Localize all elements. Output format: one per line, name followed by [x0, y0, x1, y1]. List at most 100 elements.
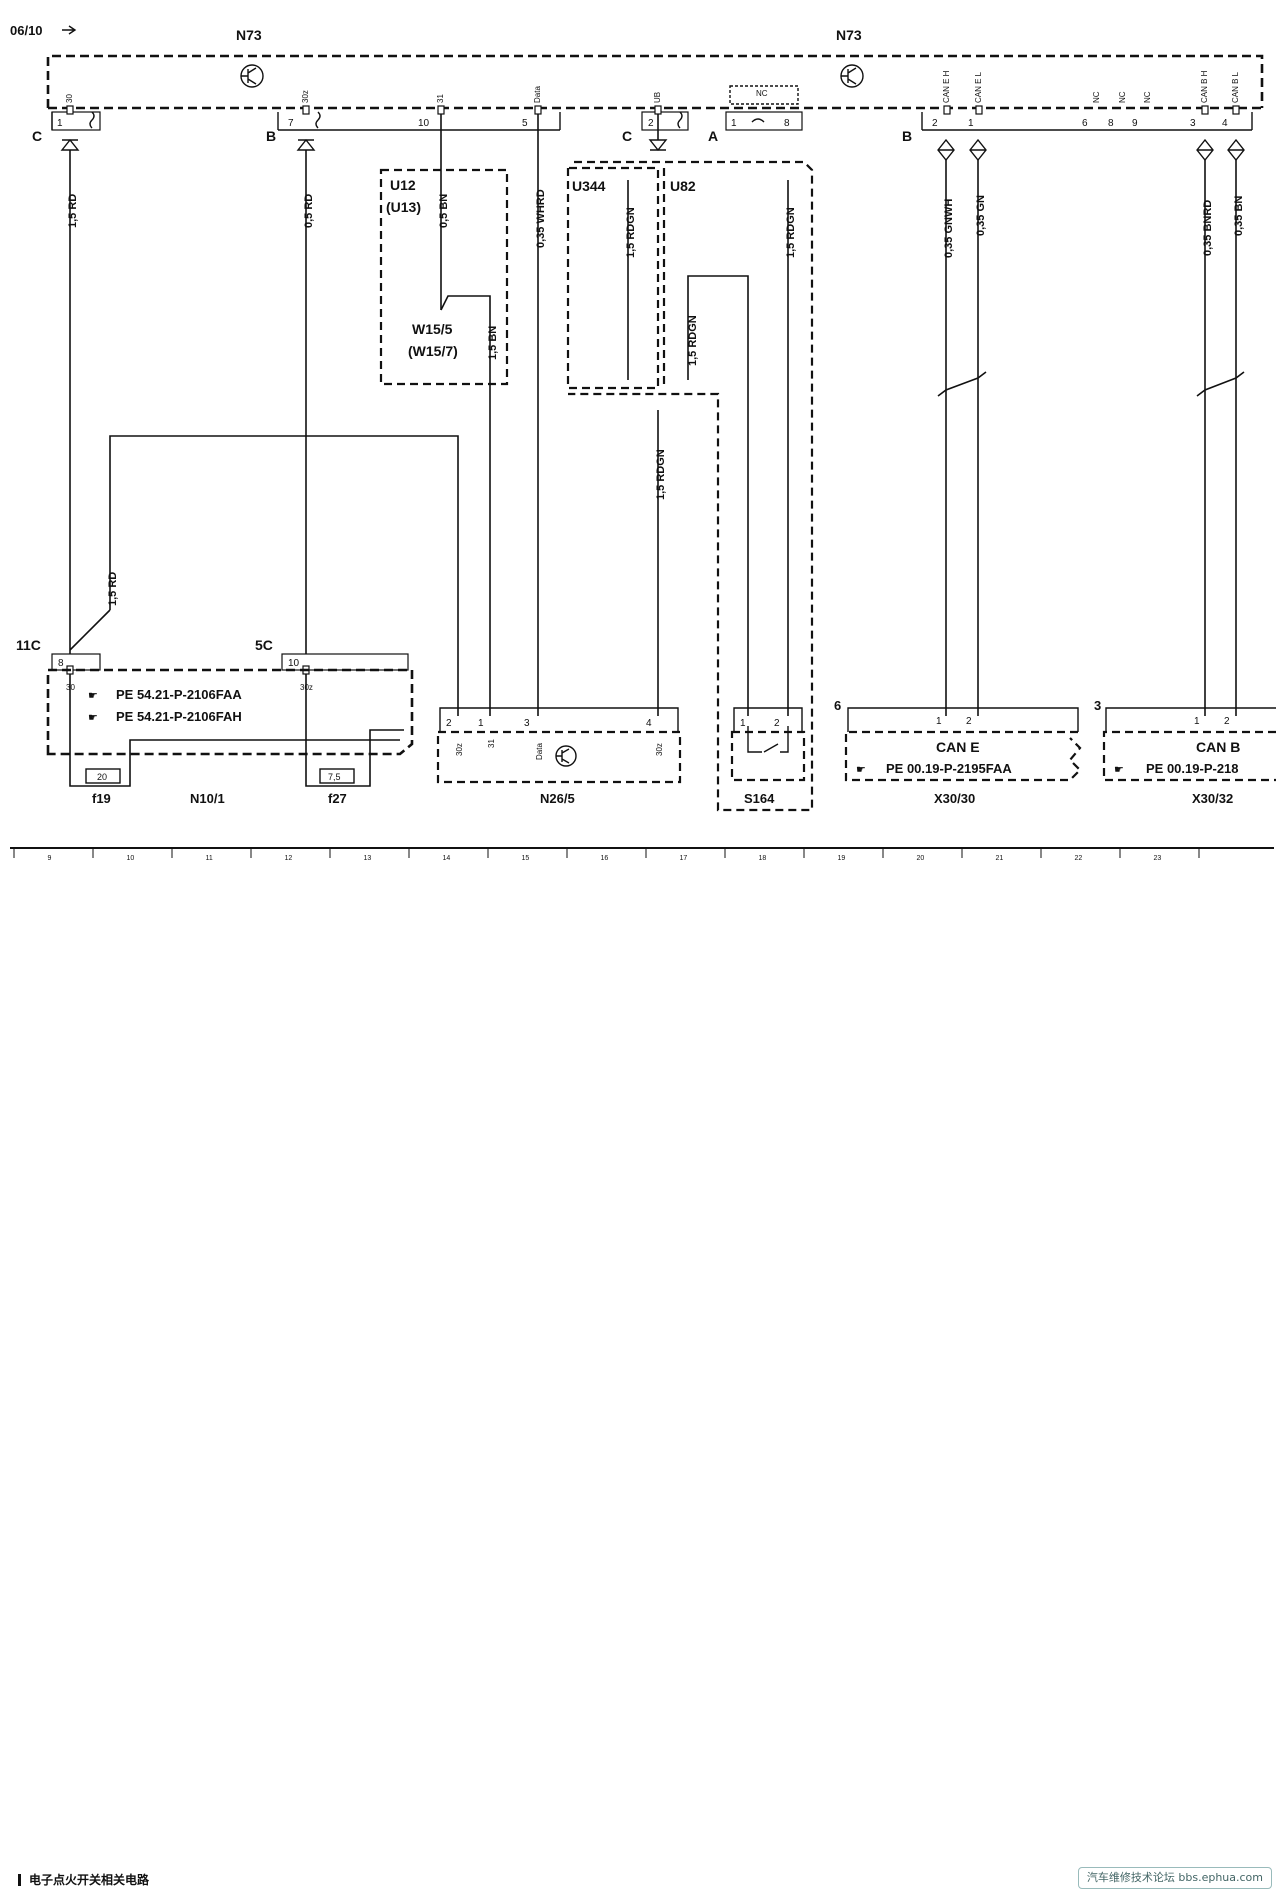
wire-label: 0,35 GN	[975, 195, 987, 236]
pin-number: 3	[1190, 118, 1196, 129]
module-u82-label: U82	[670, 178, 696, 194]
pin-name: 31	[436, 94, 445, 103]
wire-1-5-bn	[440, 295, 491, 716]
pin-number: 2	[774, 718, 780, 729]
pin-number: 5	[522, 118, 528, 129]
pin-name: Data	[535, 743, 544, 760]
connector-arrow-icon	[296, 138, 316, 151]
pin-number: 1	[478, 718, 484, 729]
connector-c-label: C	[32, 128, 42, 144]
module-n26-5-label: N26/5	[540, 791, 575, 806]
forum-watermark: 汽车维修技术论坛 bbs.ephua.com	[1077, 1867, 1272, 1889]
n73-connector-a	[725, 85, 803, 131]
grid-number: 9	[48, 855, 52, 862]
grid-number: 14	[443, 855, 451, 862]
pin-name: NC	[1092, 91, 1101, 103]
module-x30-30-outline	[844, 730, 1082, 782]
ground-icon	[315, 111, 321, 129]
can-e-label: CAN E	[936, 739, 980, 755]
grid-number: 18	[759, 855, 767, 862]
connector-arrow-icon	[648, 139, 668, 152]
grid-number: 15	[522, 855, 530, 862]
n73-pin-numbers: 1 7 10 5 2 1 8 2 1 6 8 9 3 4	[57, 118, 1228, 129]
pin-number: 10	[418, 118, 430, 129]
fuse-f27-rating: 7,5	[328, 772, 341, 782]
module-u12-outline	[379, 168, 509, 386]
can-connector-icon	[1227, 138, 1245, 162]
pin-name: 30z	[455, 743, 464, 756]
x30-30-connector	[847, 707, 1079, 732]
wire-label: 0,5 BN	[438, 194, 450, 228]
wire-label: 1,5 BN	[487, 326, 499, 360]
pin-name: CAN B H	[1200, 70, 1209, 103]
n10-connector-5c	[281, 653, 409, 671]
connector-arrow-icon	[60, 138, 80, 151]
pin-number: 6	[1082, 118, 1088, 129]
module-n73-outline	[46, 54, 1264, 108]
pin-name: 30z	[301, 90, 310, 103]
pin-name: CAN B L	[1231, 71, 1240, 103]
wire-1-5-rd-branch	[109, 435, 459, 716]
n73-connector-c2	[641, 111, 689, 131]
module-u82-outline	[568, 160, 814, 812]
pin-number: 9	[1132, 118, 1138, 129]
pin-number: 1	[936, 716, 942, 727]
module-x30-32-label: X30/32	[1192, 791, 1233, 806]
transistor-icon	[840, 64, 864, 88]
reference-icon: ☛	[856, 764, 866, 776]
pin-number: 2	[932, 118, 938, 129]
pin-number: 2	[966, 716, 972, 727]
switch-icon	[751, 118, 765, 123]
sheet-version: 06/10	[10, 23, 43, 38]
wire-labels: 1,5 RD 0,5 RD 0,5 BN 0,35 WHRD 1,5 RDGN …	[67, 189, 1245, 606]
can-connector-icon	[1196, 138, 1214, 162]
n73-connector-b2	[921, 112, 1253, 131]
can-connector-icon	[969, 138, 987, 162]
pin-number: 1	[57, 118, 63, 129]
pin-number: 7	[288, 118, 294, 129]
page-title: 电子点火开关相关电路	[18, 1871, 149, 1888]
pin-number: 4	[1222, 118, 1228, 129]
connector-symbols	[60, 138, 1245, 162]
module-u13-label: (U13)	[386, 199, 421, 215]
reference-icon: ☛	[88, 690, 98, 702]
pin-number: 8	[58, 658, 64, 669]
grid-number: 10	[127, 855, 135, 862]
pin-name: NC	[1118, 91, 1127, 103]
module-n10-1-label: N10/1	[190, 791, 225, 806]
n73-connector-c1	[51, 111, 101, 131]
pin-number: 2	[1224, 716, 1230, 727]
reference-icon: ☛	[1114, 764, 1124, 776]
pin-number: 1	[1194, 716, 1200, 727]
transistor-icon	[555, 745, 577, 767]
s164-connector	[733, 707, 803, 732]
connector-3-label: 3	[1094, 698, 1101, 713]
grid-number: 16	[601, 855, 609, 862]
fuse-f19-rating: 20	[97, 772, 107, 782]
wires	[69, 114, 1245, 716]
fuse-f19-label: f19	[92, 791, 111, 806]
connector-6-label: 6	[834, 698, 841, 713]
wire-label: 1,5 RD	[107, 572, 119, 606]
grid-number: 22	[1075, 855, 1083, 862]
wire-label: 0,35 BN	[1233, 196, 1245, 236]
grid-number: 23	[1154, 855, 1162, 862]
transistor-icon	[240, 64, 264, 88]
twisted-pair-icon	[1196, 371, 1245, 397]
connector-5c-label: 5C	[255, 637, 273, 653]
grid-number: 21	[996, 855, 1004, 862]
pin-name: NC	[756, 89, 768, 98]
n26-connector	[439, 707, 679, 732]
footer: 电子点火开关相关电路 汽车维修技术论坛 bbs.ephua.com	[0, 932, 1280, 1889]
arrow-right-icon	[62, 25, 77, 35]
wire-label: 1,5 RDGN	[785, 207, 797, 258]
connector-a-label: A	[708, 128, 718, 144]
n73-pin-names: 30 30z 31 Data UB NC CAN E H CAN E L NC …	[65, 70, 1240, 103]
module-n73-label-left: N73	[236, 27, 262, 43]
module-x30-32-outline	[1102, 730, 1276, 782]
pin-number: 10	[288, 658, 300, 669]
grid-number: 11	[206, 855, 213, 862]
pin-name: 30z	[655, 743, 664, 756]
pin-number: 3	[524, 718, 530, 729]
